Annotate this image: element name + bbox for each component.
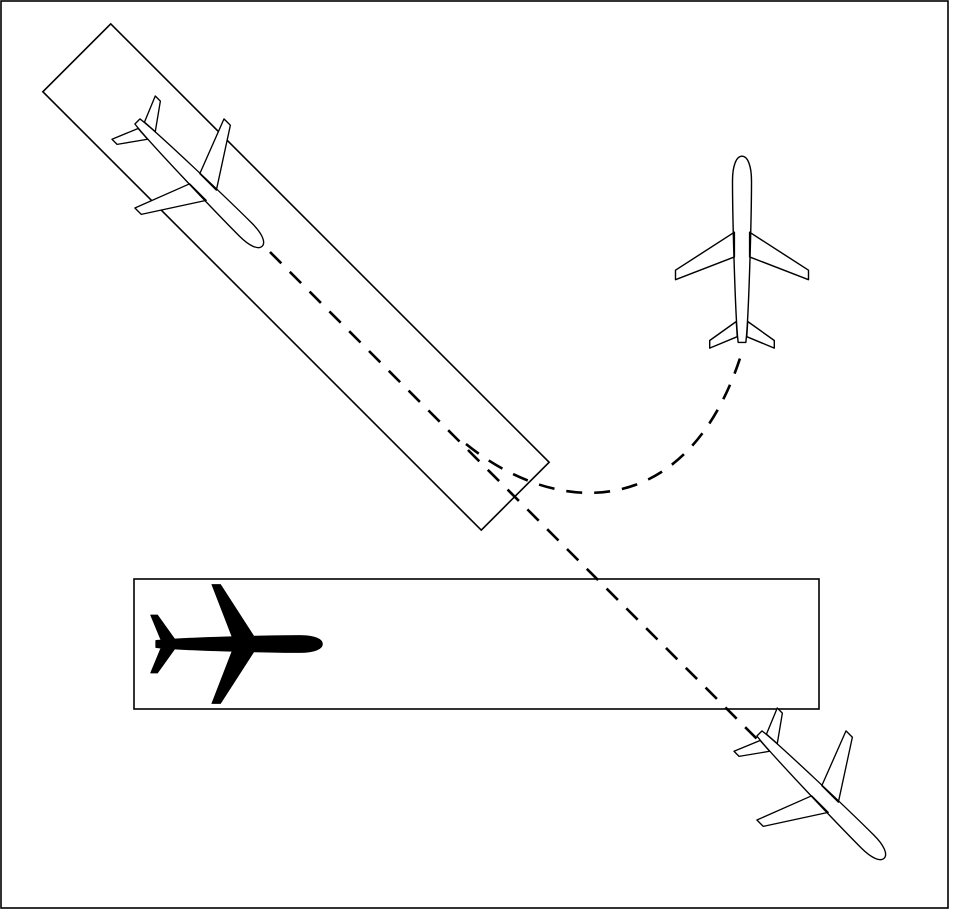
aircraft-departing-north bbox=[674, 155, 810, 349]
aircraft-takeoff-diagonal bbox=[88, 72, 308, 292]
aircraft-on-runway bbox=[150, 584, 323, 704]
airplane-icon bbox=[674, 155, 810, 349]
straight-flight-path bbox=[269, 251, 763, 745]
aircraft-departing-southeast bbox=[710, 684, 930, 904]
airplane-icon bbox=[150, 584, 323, 704]
turning-flight-path bbox=[465, 351, 744, 494]
runway-horizontal bbox=[133, 578, 820, 710]
airplane-icon bbox=[88, 72, 308, 292]
airplane-icon bbox=[710, 684, 930, 904]
